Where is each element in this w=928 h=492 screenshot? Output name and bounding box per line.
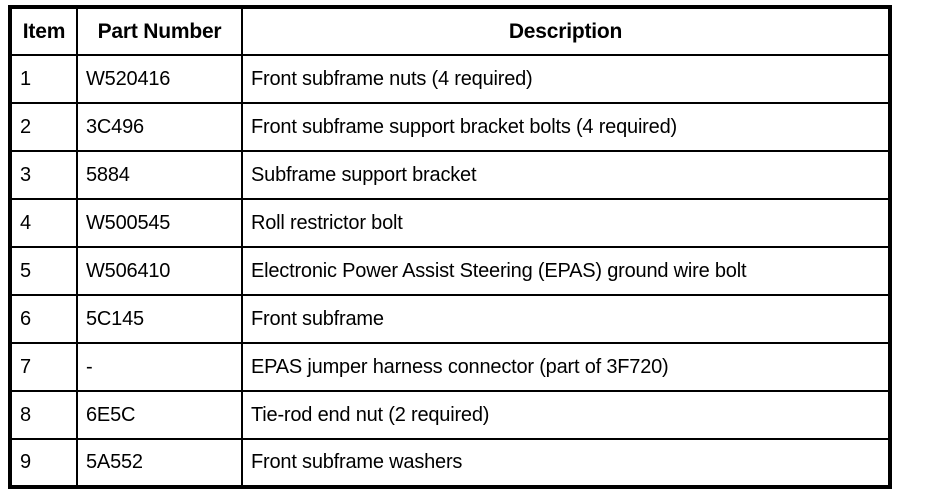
column-header-item: Item xyxy=(9,6,78,56)
table-header: Item Part Number Description xyxy=(9,6,891,56)
cell-part-number: 5A552 xyxy=(76,438,243,488)
cell-part-number: 3C496 xyxy=(76,102,243,152)
cell-part-number: 5C145 xyxy=(76,294,243,344)
table-header-row: Item Part Number Description xyxy=(9,6,891,56)
cell-description: Electronic Power Assist Steering (EPAS) … xyxy=(241,246,891,296)
cell-item: 2 xyxy=(9,102,78,152)
cell-item: 3 xyxy=(9,150,78,200)
cell-item: 8 xyxy=(9,390,78,440)
cell-item: 6 xyxy=(9,294,78,344)
cell-description: Roll restrictor bolt xyxy=(241,198,891,248)
cell-item: 9 xyxy=(9,438,78,488)
cell-part-number: - xyxy=(76,342,243,392)
cell-description: Front subframe washers xyxy=(241,438,891,488)
column-header-description: Description xyxy=(241,6,891,56)
cell-description: EPAS jumper harness connector (part of 3… xyxy=(241,342,891,392)
cell-part-number: 5884 xyxy=(76,150,243,200)
cell-item: 7 xyxy=(9,342,78,392)
cell-description: Front subframe xyxy=(241,294,891,344)
cell-item: 1 xyxy=(9,54,78,104)
cell-item: 4 xyxy=(9,198,78,248)
table-row: 7-EPAS jumper harness connector (part of… xyxy=(9,342,891,392)
cell-part-number: W506410 xyxy=(76,246,243,296)
column-header-part-number: Part Number xyxy=(76,6,243,56)
cell-item: 5 xyxy=(9,246,78,296)
cell-part-number: W500545 xyxy=(76,198,243,248)
cell-description: Front subframe nuts (4 required) xyxy=(241,54,891,104)
cell-description: Subframe support bracket xyxy=(241,150,891,200)
cell-part-number: W520416 xyxy=(76,54,243,104)
cell-description: Tie-rod end nut (2 required) xyxy=(241,390,891,440)
cell-description: Front subframe support bracket bolts (4 … xyxy=(241,102,891,152)
cell-part-number: 6E5C xyxy=(76,390,243,440)
